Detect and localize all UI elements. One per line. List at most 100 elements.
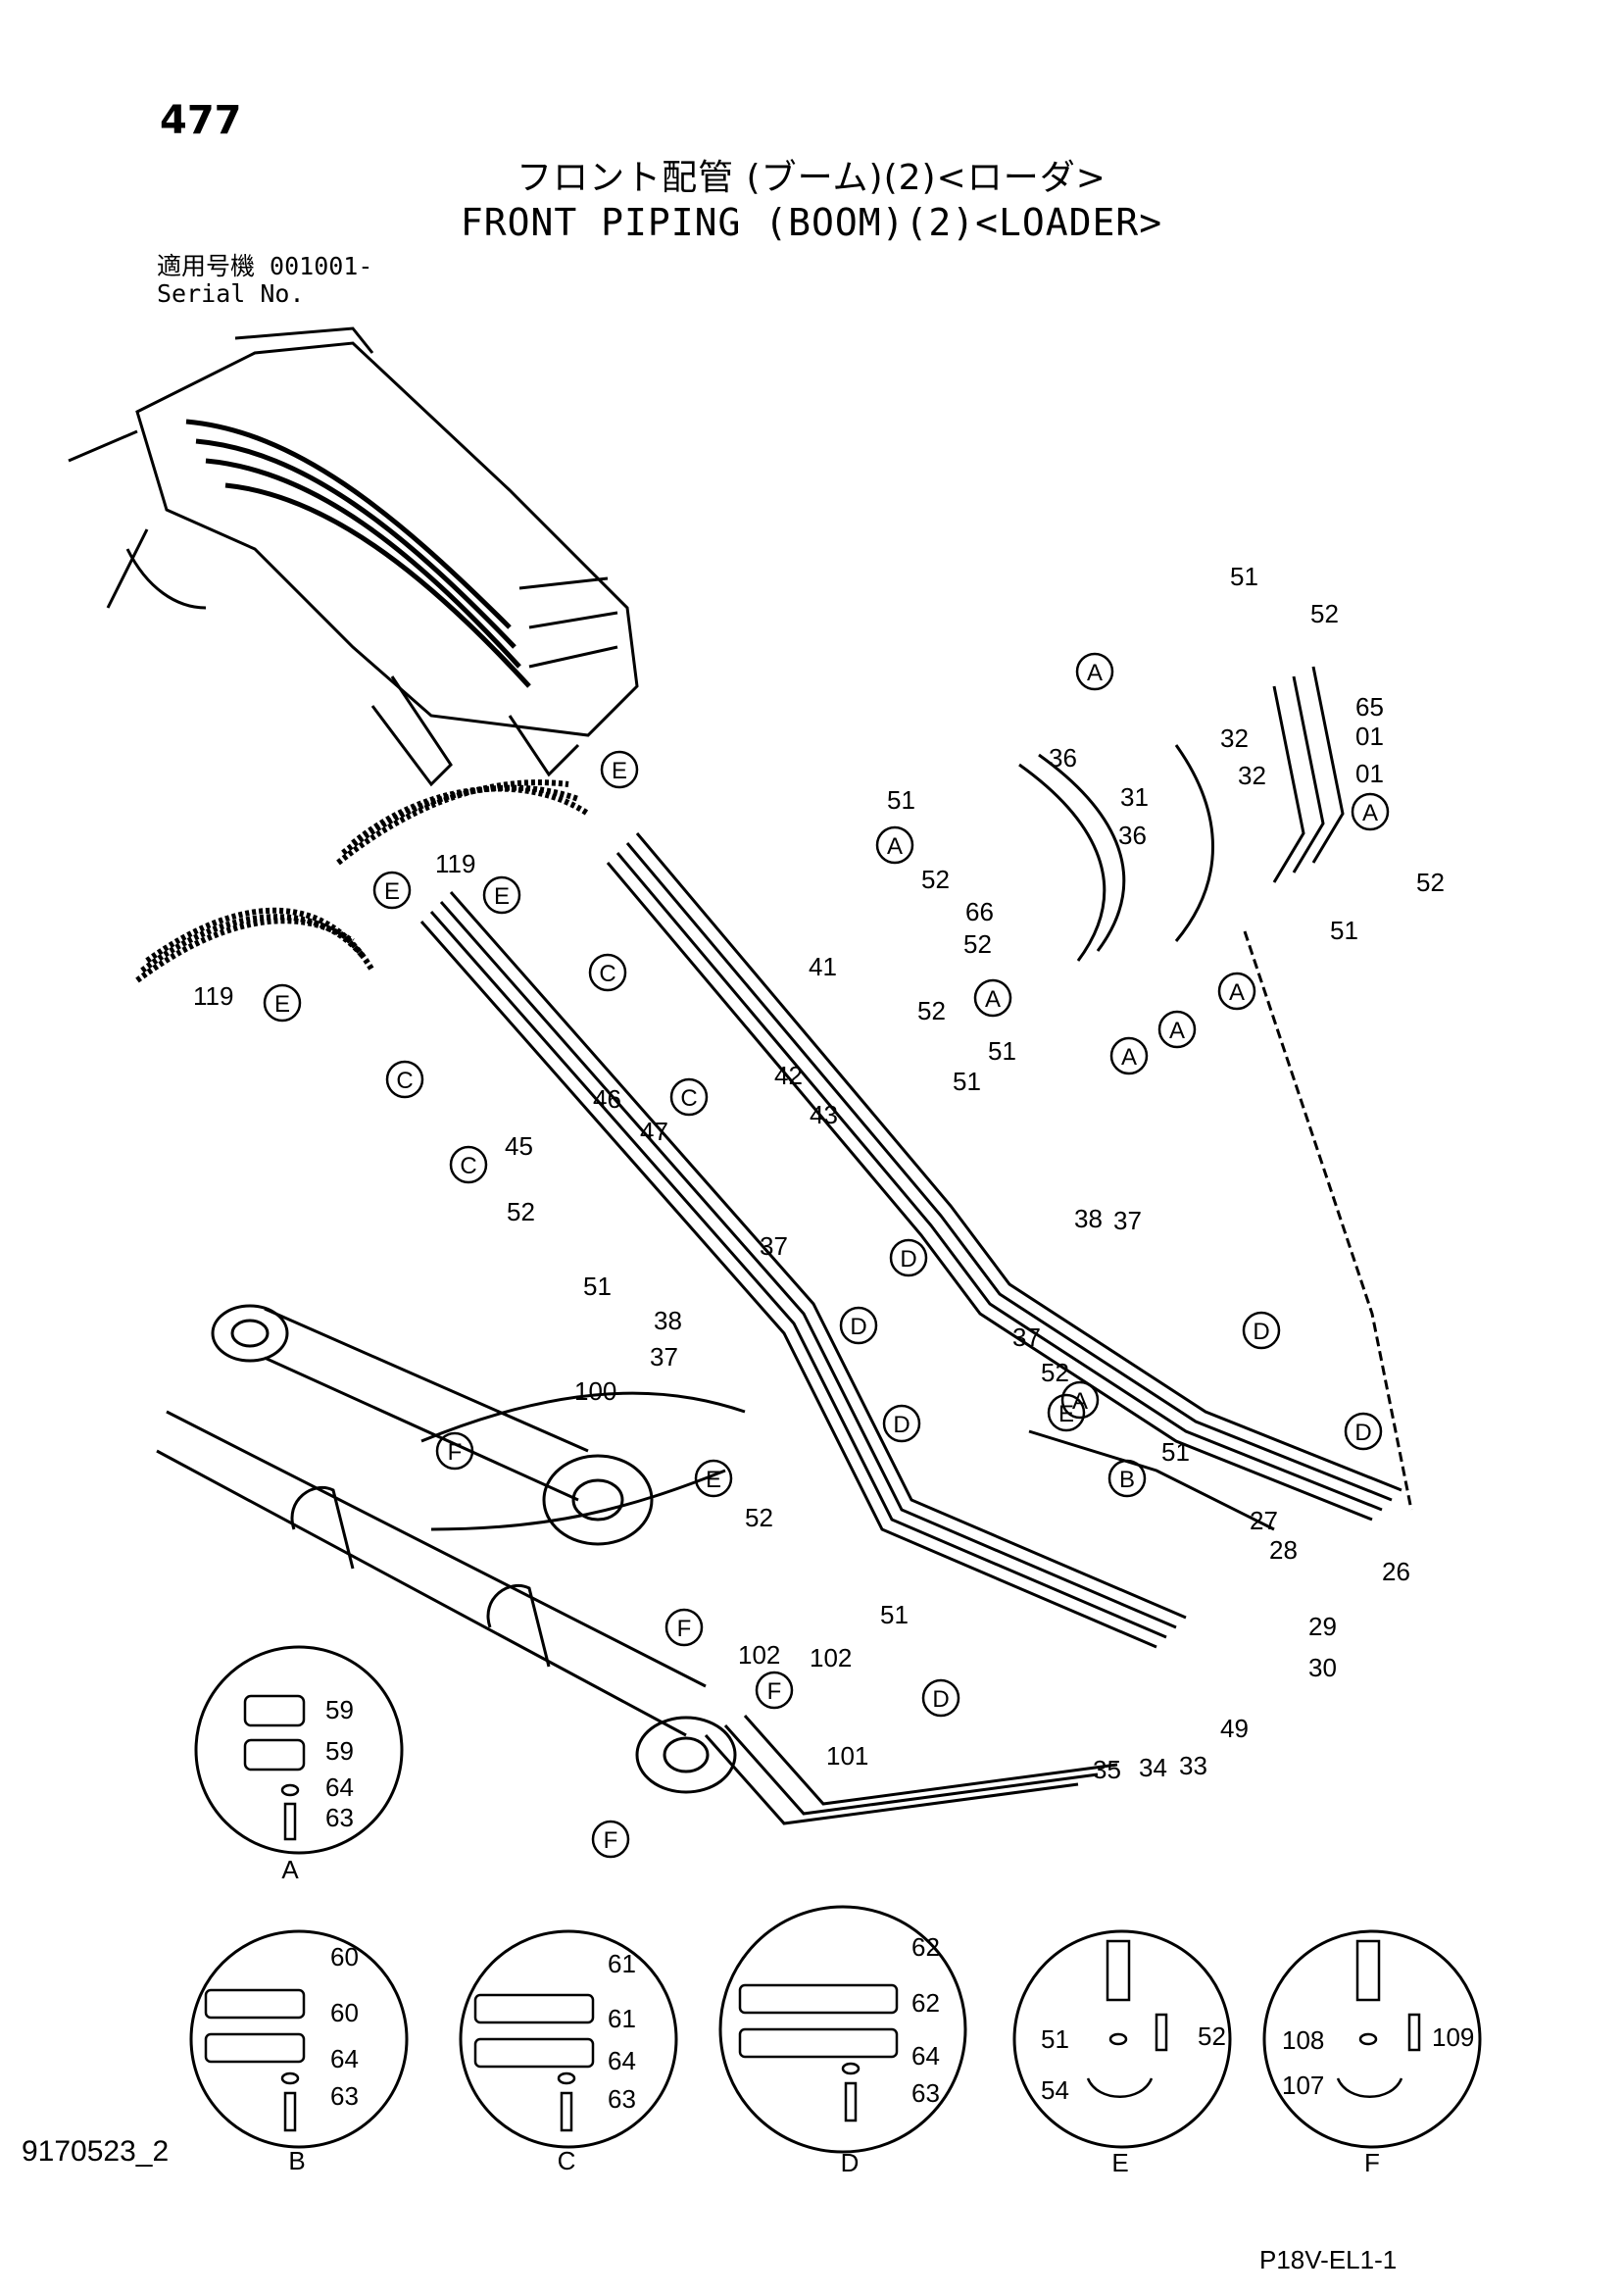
part-label: 63	[911, 2078, 940, 2108]
part-label: 28	[1269, 1535, 1298, 1565]
part-number-labels: 51 52 65 01 01 32 32 36 31 36 51 52 66 5…	[193, 562, 1474, 2114]
detail-b-circle	[189, 1929, 409, 2149]
ref-callout-f: F	[435, 1431, 474, 1471]
part-label: 43	[810, 1100, 838, 1129]
part-label: 51	[1161, 1437, 1190, 1467]
part-label: 62	[911, 1932, 940, 1962]
ref-callout-a: A	[1351, 792, 1390, 831]
part-label: 63	[608, 2084, 636, 2114]
ref-callout-e: E	[600, 750, 639, 789]
part-label: 59	[325, 1695, 354, 1724]
part-label: 32	[1238, 761, 1266, 790]
title-english: FRONT PIPING (BOOM)(2)<LOADER>	[460, 201, 1163, 244]
part-label: 52	[507, 1197, 535, 1226]
part-label: 31	[1120, 782, 1149, 812]
cylinder-illustration	[156, 1304, 737, 1794]
detail-c-circle	[459, 1929, 678, 2149]
svg-text:D: D	[900, 1246, 916, 1273]
sheet-code: P18V-EL1-1	[1259, 2245, 1398, 2274]
detail-f-caption: F	[1364, 2148, 1380, 2177]
part-label: 34	[1139, 1753, 1167, 1782]
svg-text:C: C	[599, 961, 615, 987]
ref-callout-a: A	[1157, 1010, 1197, 1049]
part-label: 52	[921, 865, 950, 894]
part-label: 66	[965, 897, 994, 926]
svg-text:A: A	[887, 833, 903, 860]
ref-callout-d: D	[921, 1678, 960, 1718]
part-label: 52	[1416, 868, 1445, 897]
svg-text:D: D	[1354, 1420, 1371, 1446]
svg-text:E: E	[706, 1467, 721, 1493]
ref-callout-b: B	[1107, 1459, 1147, 1498]
part-label: 51	[1330, 916, 1358, 945]
part-label: 45	[505, 1131, 533, 1161]
part-label: 108	[1282, 2025, 1324, 2055]
part-label: 52	[963, 929, 992, 959]
part-label: 51	[988, 1036, 1016, 1066]
detail-b-caption: B	[288, 2146, 305, 2175]
ref-callout-e: E	[482, 875, 521, 915]
detail-d-circle	[718, 1905, 967, 2154]
part-label: 29	[1308, 1612, 1337, 1641]
part-label: 51	[953, 1067, 981, 1096]
detail-d-caption: D	[841, 2148, 860, 2177]
svg-text:A: A	[1362, 800, 1378, 826]
detail-c-caption: C	[558, 2146, 576, 2175]
ref-callout-d: D	[1242, 1311, 1281, 1350]
svg-text:A: A	[985, 986, 1001, 1013]
part-label: 51	[1230, 562, 1258, 591]
ref-callout-e: E	[1047, 1393, 1086, 1432]
part-label: 64	[330, 2044, 359, 2073]
part-label: 37	[650, 1342, 678, 1372]
svg-text:F: F	[448, 1439, 463, 1466]
svg-text:E: E	[274, 991, 290, 1018]
document-code: 9170523_2	[22, 2135, 170, 2168]
part-label: 38	[1074, 1204, 1103, 1233]
ref-callout-e: E	[372, 871, 412, 910]
detail-clamp-sketches	[204, 1694, 1421, 2132]
part-label: 60	[330, 1998, 359, 2027]
ref-callout-f: F	[591, 1820, 630, 1859]
part-label: 119	[435, 849, 475, 878]
svg-text:E: E	[1058, 1401, 1074, 1427]
ref-callout-c: C	[449, 1145, 488, 1184]
part-label: 59	[325, 1736, 354, 1766]
ref-callout-e: E	[694, 1459, 733, 1498]
part-label: 61	[608, 2004, 636, 2033]
part-label: 60	[330, 1942, 359, 1972]
part-label: 37	[1012, 1323, 1041, 1352]
svg-text:D: D	[893, 1412, 910, 1438]
part-label: 51	[583, 1272, 612, 1301]
page-number: 477	[160, 98, 242, 143]
part-label: 33	[1179, 1751, 1207, 1780]
part-label: 65	[1355, 692, 1384, 722]
part-label: 54	[1041, 2075, 1069, 2105]
part-label: 52	[917, 996, 946, 1025]
part-label: 102	[738, 1640, 780, 1670]
part-label: 63	[330, 2081, 359, 2111]
detail-captions: A B C D E F	[281, 1855, 1380, 2177]
detail-a-caption: A	[281, 1855, 299, 1884]
part-label: 61	[608, 1949, 636, 1978]
detail-circles	[189, 1645, 1482, 2154]
ref-callout-c: C	[588, 953, 627, 992]
part-label: 47	[640, 1117, 668, 1146]
part-label: 32	[1220, 724, 1249, 753]
part-label: 01	[1355, 722, 1384, 751]
part-label: 01	[1355, 759, 1384, 788]
hose-bundles	[135, 779, 590, 983]
detail-a-circle	[194, 1645, 404, 1855]
svg-text:A: A	[1087, 660, 1103, 686]
svg-text:A: A	[1169, 1018, 1185, 1044]
pipe-runs	[419, 666, 1413, 1825]
part-label: 62	[911, 1988, 940, 2018]
part-label: 102	[810, 1643, 852, 1672]
reference-callouts: A A A A A A A A B C C C C D D D D D D E …	[263, 652, 1390, 1859]
serial-japanese: 適用号機 001001-	[157, 252, 373, 280]
svg-text:F: F	[604, 1827, 618, 1854]
part-label: 51	[1041, 2024, 1069, 2054]
part-label: 30	[1308, 1653, 1337, 1682]
detail-f-circle	[1262, 1929, 1482, 2149]
ref-callout-c: C	[669, 1077, 709, 1117]
